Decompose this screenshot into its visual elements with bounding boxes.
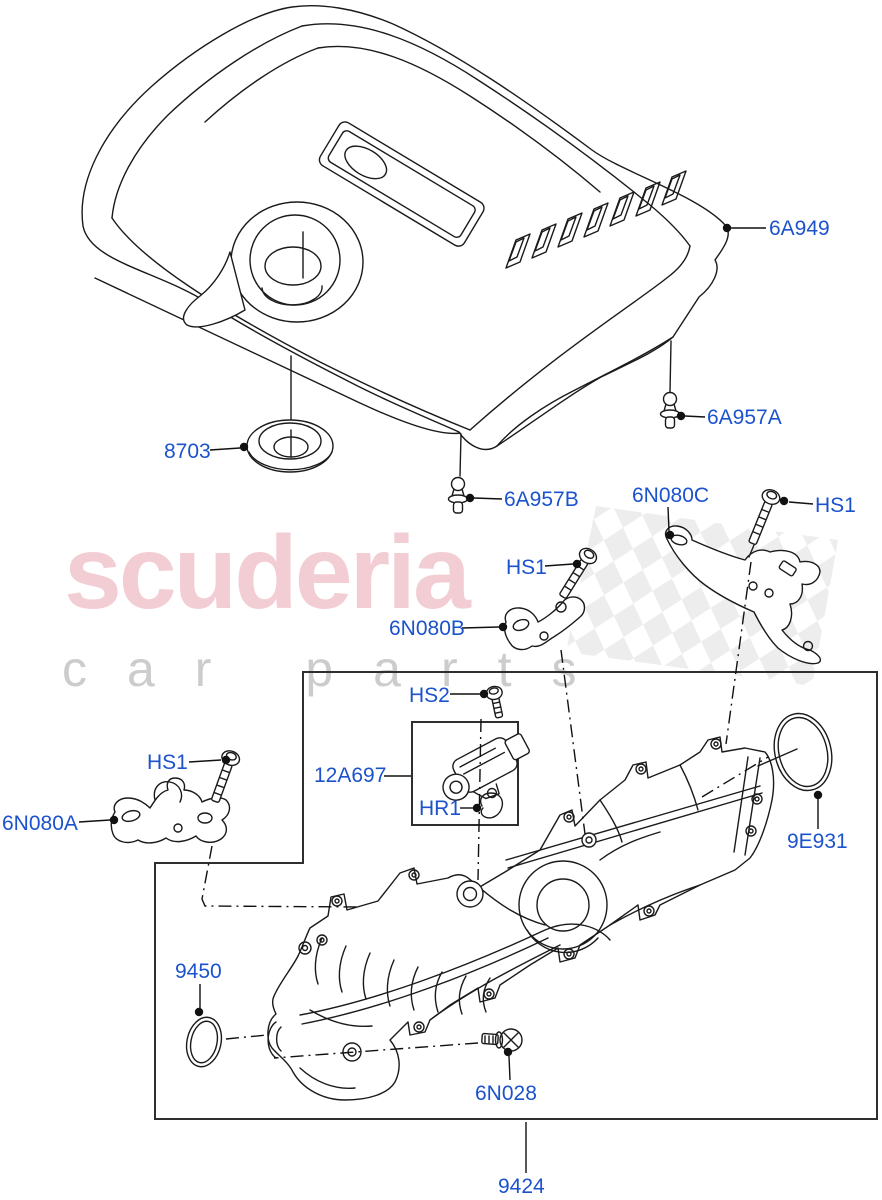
part-label-hs1-b[interactable]: HS1 [506,556,547,579]
part-label-6n080c[interactable]: 6N080C [632,484,710,507]
part-label-6a957a[interactable]: 6A957A [707,406,782,429]
badge-plate [318,121,485,247]
part-label-6a957b[interactable]: 6A957B [504,488,579,511]
engine-cover-drawing [81,5,729,451]
vent-slots [505,170,687,269]
bolt-hs1c-drawing [748,488,781,545]
watermark-brand: scuderia [64,515,472,631]
bracket-6n080b-drawing [503,596,586,651]
checkered-flag-watermark [566,506,838,686]
assembly-axis-lines [201,561,769,1059]
bolt-hs2-drawing [485,685,504,719]
clip-hr1-drawing [479,792,504,819]
cover-recess [182,201,364,328]
part-label-6n028[interactable]: 6N028 [475,1082,537,1105]
oring-9e931-drawing [773,712,833,792]
grommet-8703-drawing [246,355,334,473]
stud-6a957a-drawing [659,340,681,429]
stud-6a957b-drawing [447,433,469,514]
watermark-tagline: car parts [62,641,617,697]
bolt-6n028-drawing [481,1028,523,1052]
bracket-6n080a-drawing [110,777,231,844]
part-label-hr1[interactable]: HR1 [419,797,462,820]
part-label-12a697[interactable]: 12A697 [314,764,387,787]
part-label-9e931[interactable]: 9E931 [787,830,848,853]
part-label-9424[interactable]: 9424 [498,1175,545,1198]
part-label-hs1-c[interactable]: HS1 [815,494,856,517]
part-label-6a949[interactable]: 6A949 [769,217,830,240]
leader-lines [78,223,823,1173]
part-label-hs1-a[interactable]: HS1 [147,751,188,774]
manifold-bolt-bosses [298,738,763,1033]
part-label-6n080b[interactable]: 6N080B [389,617,465,640]
intake-manifold-drawing [267,736,775,1101]
seal-9450-drawing [185,1016,223,1068]
part-label-9450[interactable]: 9450 [175,960,222,983]
bolt-hs1b-drawing [559,547,598,599]
part-label-hs2[interactable]: HS2 [409,684,450,707]
sensor-sub-box [411,721,519,826]
main-assembly-box [154,671,878,1120]
part-label-8703[interactable]: 8703 [164,440,211,463]
part-label-6n080a[interactable]: 6N080A [2,812,78,835]
